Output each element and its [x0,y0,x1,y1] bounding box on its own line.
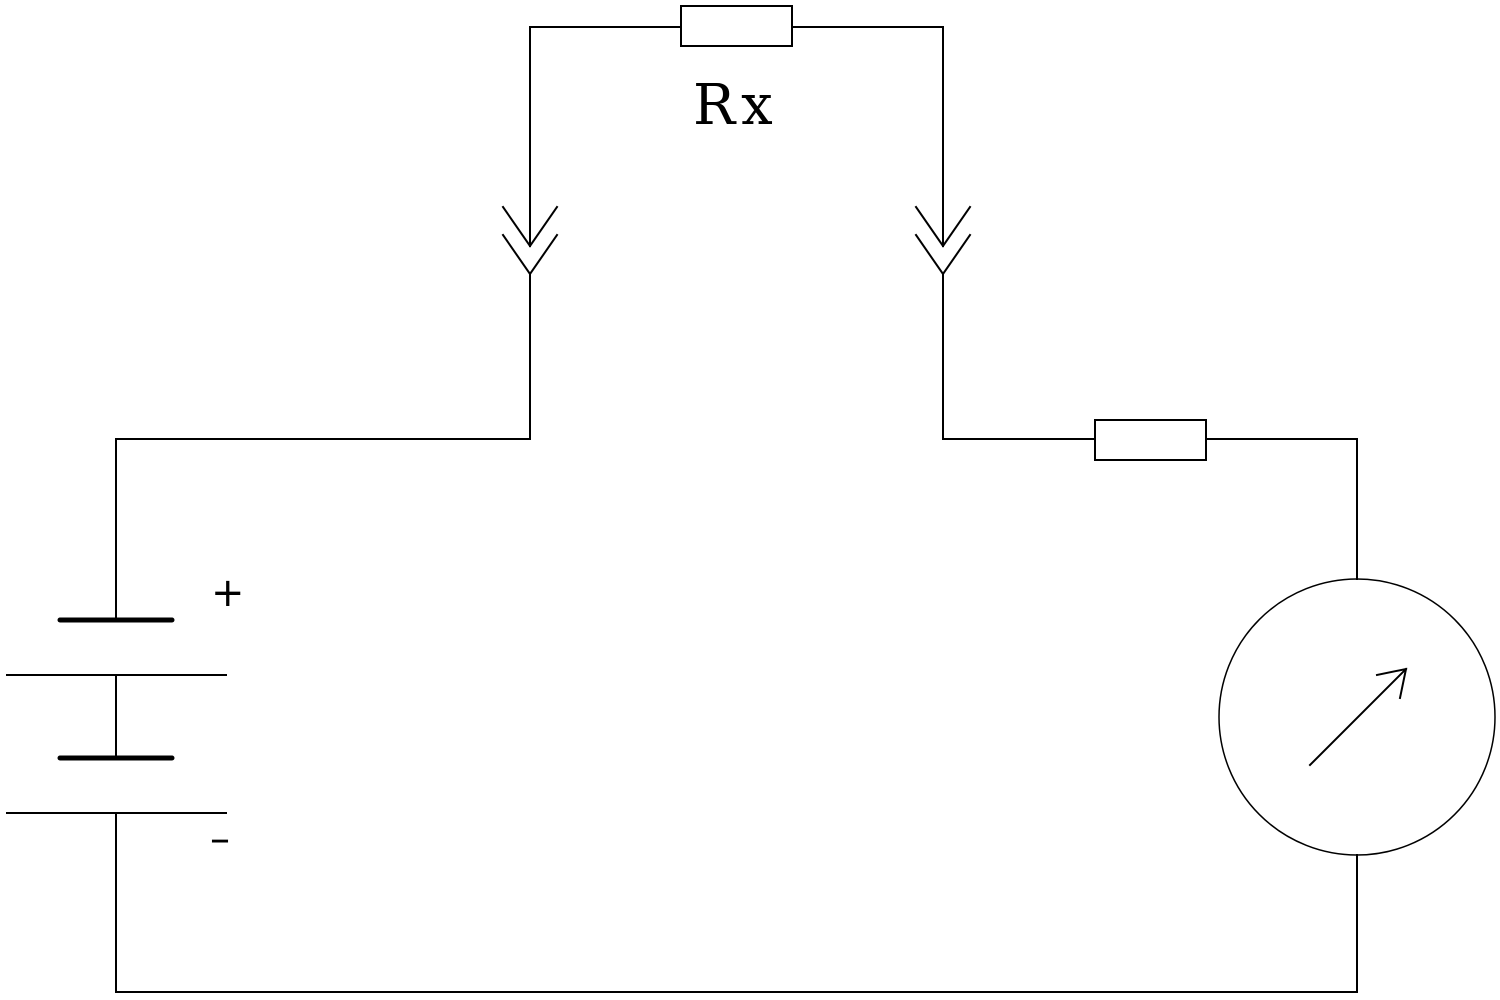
battery: + – [6,438,245,993]
series-resistor [1094,419,1207,461]
rx-label: Rx [693,73,779,138]
left-connector-icon [501,205,559,440]
battery-negative-label: – [210,816,230,862]
rx-branch: Rx [529,5,944,247]
right-connector-icon [914,205,972,440]
rx-resistor [680,5,793,47]
meter-needle-arrow-icon [1308,667,1408,767]
battery-positive-label: + [211,570,245,616]
meter [1218,438,1496,993]
middle-wires [115,419,1358,461]
